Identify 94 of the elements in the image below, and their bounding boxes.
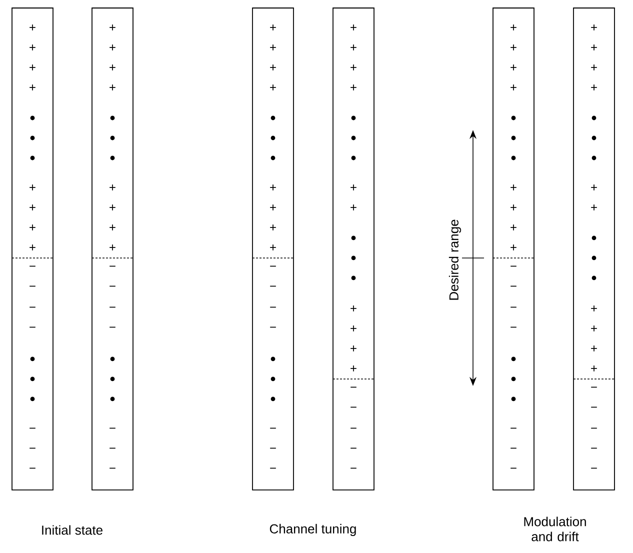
charge-symbol: +	[510, 64, 516, 70]
charge-symbol: −	[510, 448, 516, 449]
axis-label: Desired range	[448, 220, 462, 300]
charge-symbol: −	[591, 428, 597, 429]
charge-symbol: −	[30, 428, 36, 429]
charge-symbol: −	[270, 326, 276, 328]
charge-symbol: +	[270, 44, 276, 50]
charge-symbol: +	[350, 346, 356, 352]
charge-symbol: +	[270, 24, 276, 30]
charge-symbol: +	[270, 64, 276, 70]
charge-symbol: +	[30, 224, 36, 230]
charge-symbol: +	[270, 244, 276, 250]
charge-symbol: +	[110, 184, 116, 190]
charge-symbol: −	[110, 448, 116, 449]
charge-symbol: +	[110, 44, 116, 50]
charge-symbol: +	[110, 224, 116, 230]
charge-symbol: +	[591, 326, 597, 332]
charge-symbol: +	[350, 24, 356, 30]
charge-symbol: −	[30, 468, 36, 469]
charge-symbol: +	[30, 44, 36, 50]
charge-symbol: −	[30, 286, 36, 287]
charge-symbol: +	[350, 204, 356, 210]
charge-symbol: +	[510, 204, 516, 210]
charge-symbol: −	[350, 448, 356, 449]
charge-symbol: +	[350, 184, 356, 190]
charge-symbol: +	[510, 184, 516, 190]
charge-symbol: +	[350, 366, 356, 372]
charge-symbol: +	[510, 244, 516, 250]
charge-symbol: −	[110, 468, 116, 469]
charge-symbol: −	[510, 286, 516, 287]
charge-symbol: +	[30, 204, 36, 210]
charge-symbol: +	[110, 84, 116, 90]
charge-symbol: −	[510, 306, 516, 308]
charge-symbol: −	[510, 428, 516, 429]
charge-symbol: +	[591, 44, 597, 50]
charge-symbol: +	[591, 84, 597, 90]
charge-symbol: +	[30, 64, 36, 70]
charge-symbol: +	[30, 244, 36, 250]
charge-symbol: −	[510, 326, 516, 328]
charge-symbol: +	[510, 44, 516, 50]
charge-symbol: −	[350, 468, 356, 469]
charge-symbol: +	[270, 184, 276, 190]
charge-symbol: −	[270, 266, 276, 267]
charge-symbol: +	[350, 306, 356, 312]
charge-symbol: −	[270, 448, 276, 449]
charge-symbol: −	[350, 386, 356, 388]
charge-symbol: −	[30, 306, 36, 308]
charge-symbol: +	[591, 64, 597, 70]
charge-symbol: +	[30, 84, 36, 90]
charge-symbol: +	[591, 366, 597, 372]
charge-symbol: −	[30, 326, 36, 328]
charge-symbol: −	[591, 468, 597, 469]
charge-symbol: +	[110, 24, 116, 30]
charge-symbol: +	[510, 84, 516, 90]
charge-symbol: −	[110, 306, 116, 308]
charge-symbol: +	[270, 84, 276, 90]
charge-symbol: −	[30, 266, 36, 267]
charge-symbol: +	[591, 346, 597, 352]
charge-symbol: +	[350, 326, 356, 332]
charge-symbol: −	[270, 428, 276, 429]
charge-symbol: +	[110, 64, 116, 70]
charge-symbol: +	[350, 64, 356, 70]
charge-symbol: +	[350, 84, 356, 90]
charge-symbol: −	[510, 468, 516, 469]
charge-symbol: −	[591, 406, 597, 408]
charge-symbol: −	[270, 286, 276, 287]
charge-symbol: −	[591, 448, 597, 449]
charge-symbol: −	[110, 326, 116, 328]
charge-symbol: +	[30, 184, 36, 190]
caption: Initial state	[42, 525, 102, 535]
charge-symbol: +	[510, 224, 516, 230]
charge-symbol: +	[591, 306, 597, 312]
charge-symbol: +	[110, 244, 116, 250]
charge-symbol: −	[350, 428, 356, 429]
charge-symbol: +	[110, 204, 116, 210]
charge-symbol: −	[110, 286, 116, 287]
charge-symbol: +	[270, 224, 276, 230]
charge-symbol: −	[110, 266, 116, 267]
charge-symbol: −	[350, 406, 356, 408]
charge-symbol: −	[591, 386, 597, 388]
charge-symbol: +	[30, 24, 36, 30]
charge-symbol: +	[591, 204, 597, 210]
charge-symbol: +	[591, 184, 597, 190]
charge-symbol: −	[270, 306, 276, 308]
charge-symbol: +	[591, 24, 597, 30]
charge-symbol: −	[110, 428, 116, 429]
charge-symbol: +	[510, 24, 516, 30]
charge-symbol: −	[510, 266, 516, 267]
caption: Channel tuning	[270, 524, 356, 536]
charge-symbol: +	[270, 204, 276, 210]
charge-symbol: −	[270, 468, 276, 469]
charge-symbol: +	[350, 44, 356, 50]
caption: Modulation and drift	[524, 516, 586, 542]
charge-symbol: −	[30, 448, 36, 449]
